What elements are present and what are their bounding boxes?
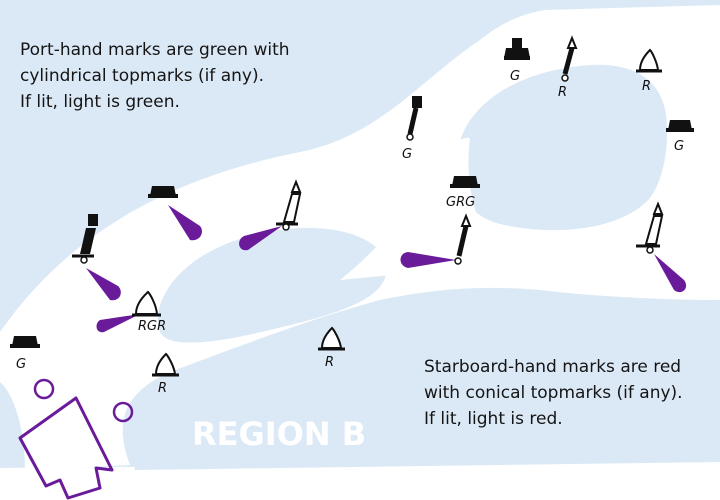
flare-spar-left — [86, 268, 121, 301]
label-g-can-right: G — [674, 139, 684, 154]
flare-can-left — [168, 205, 202, 241]
upper-island — [455, 64, 668, 231]
mark-grg — [450, 176, 480, 188]
label-r-top-right: R — [642, 79, 651, 94]
mark-r-top-right — [636, 48, 662, 73]
label-r-center: R — [325, 355, 334, 370]
mark-g-pillar-left — [72, 214, 98, 264]
circle-marker-right — [112, 401, 134, 423]
label-g-top: G — [510, 69, 520, 84]
circle-marker-left — [33, 378, 55, 400]
mark-r-pillar-right — [636, 201, 664, 254]
mark-r-spar-top — [561, 35, 578, 82]
starboard-hand-note: Starboard-hand marks are red with conica… — [424, 357, 683, 429]
mark-g-top — [504, 38, 530, 60]
mark-g-bottom-left — [10, 336, 40, 348]
mark-r-center — [318, 326, 345, 351]
label-g-pillar-mid: G — [402, 147, 412, 162]
mark-r-pillar-center — [276, 179, 302, 231]
label-r-bottom: R — [158, 381, 167, 396]
mark-rgr — [132, 290, 161, 317]
port-hand-note: Port-hand marks are green with cylindric… — [20, 40, 290, 112]
mark-r-spar-mid — [454, 213, 472, 265]
flare-pillar-right — [654, 254, 687, 293]
region-label: REGION B — [192, 415, 366, 453]
mark-g-can-right — [666, 120, 694, 132]
mark-g-can-left — [148, 186, 178, 198]
flare-spar-mid — [400, 252, 456, 268]
label-grg: GRG — [446, 195, 475, 210]
label-rgr: RGR — [138, 319, 166, 334]
mark-g-spar-mid — [406, 96, 422, 141]
flare-rgr — [96, 314, 140, 333]
channel-entrance — [0, 462, 720, 500]
lower-island — [157, 227, 387, 343]
lower-right-water — [134, 306, 720, 470]
mark-r-bottom — [152, 352, 179, 377]
light-flares — [86, 205, 687, 333]
label-g-bottom-left: G — [16, 357, 26, 372]
label-r-spar-top: R — [558, 85, 567, 100]
flare-pillar-center — [239, 226, 282, 251]
direction-arrow — [18, 396, 114, 500]
inner-channel — [340, 137, 480, 280]
